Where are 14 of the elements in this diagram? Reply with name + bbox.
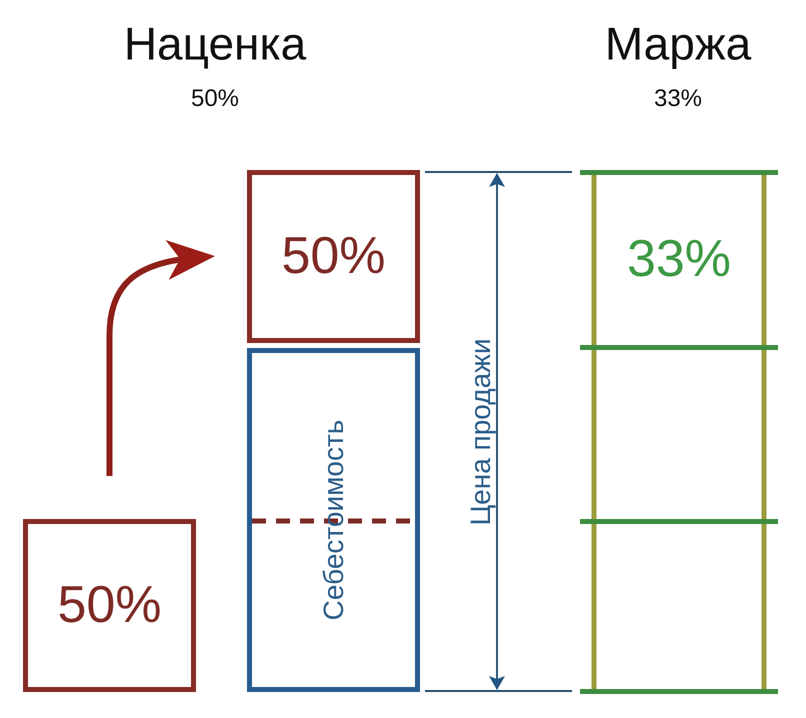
empty-cell: [580, 518, 778, 694]
cost-label: Себестоимость: [317, 420, 350, 620]
percentage-value: 33%: [654, 85, 702, 113]
curved-arrow: [106, 240, 215, 476]
column-heading: Маржа: [604, 18, 752, 70]
percent-box: [247, 170, 420, 343]
percentage-value: 33%: [626, 230, 732, 290]
cost-box: [247, 348, 420, 692]
percentage-value: 50%: [281, 226, 386, 286]
dimension-label: Цена продажи: [464, 338, 497, 526]
percentage-value: 50%: [190, 85, 240, 113]
column-heading: Наценка: [124, 18, 306, 70]
percentage-value: 50%: [57, 576, 162, 636]
percent-box: [23, 519, 196, 692]
